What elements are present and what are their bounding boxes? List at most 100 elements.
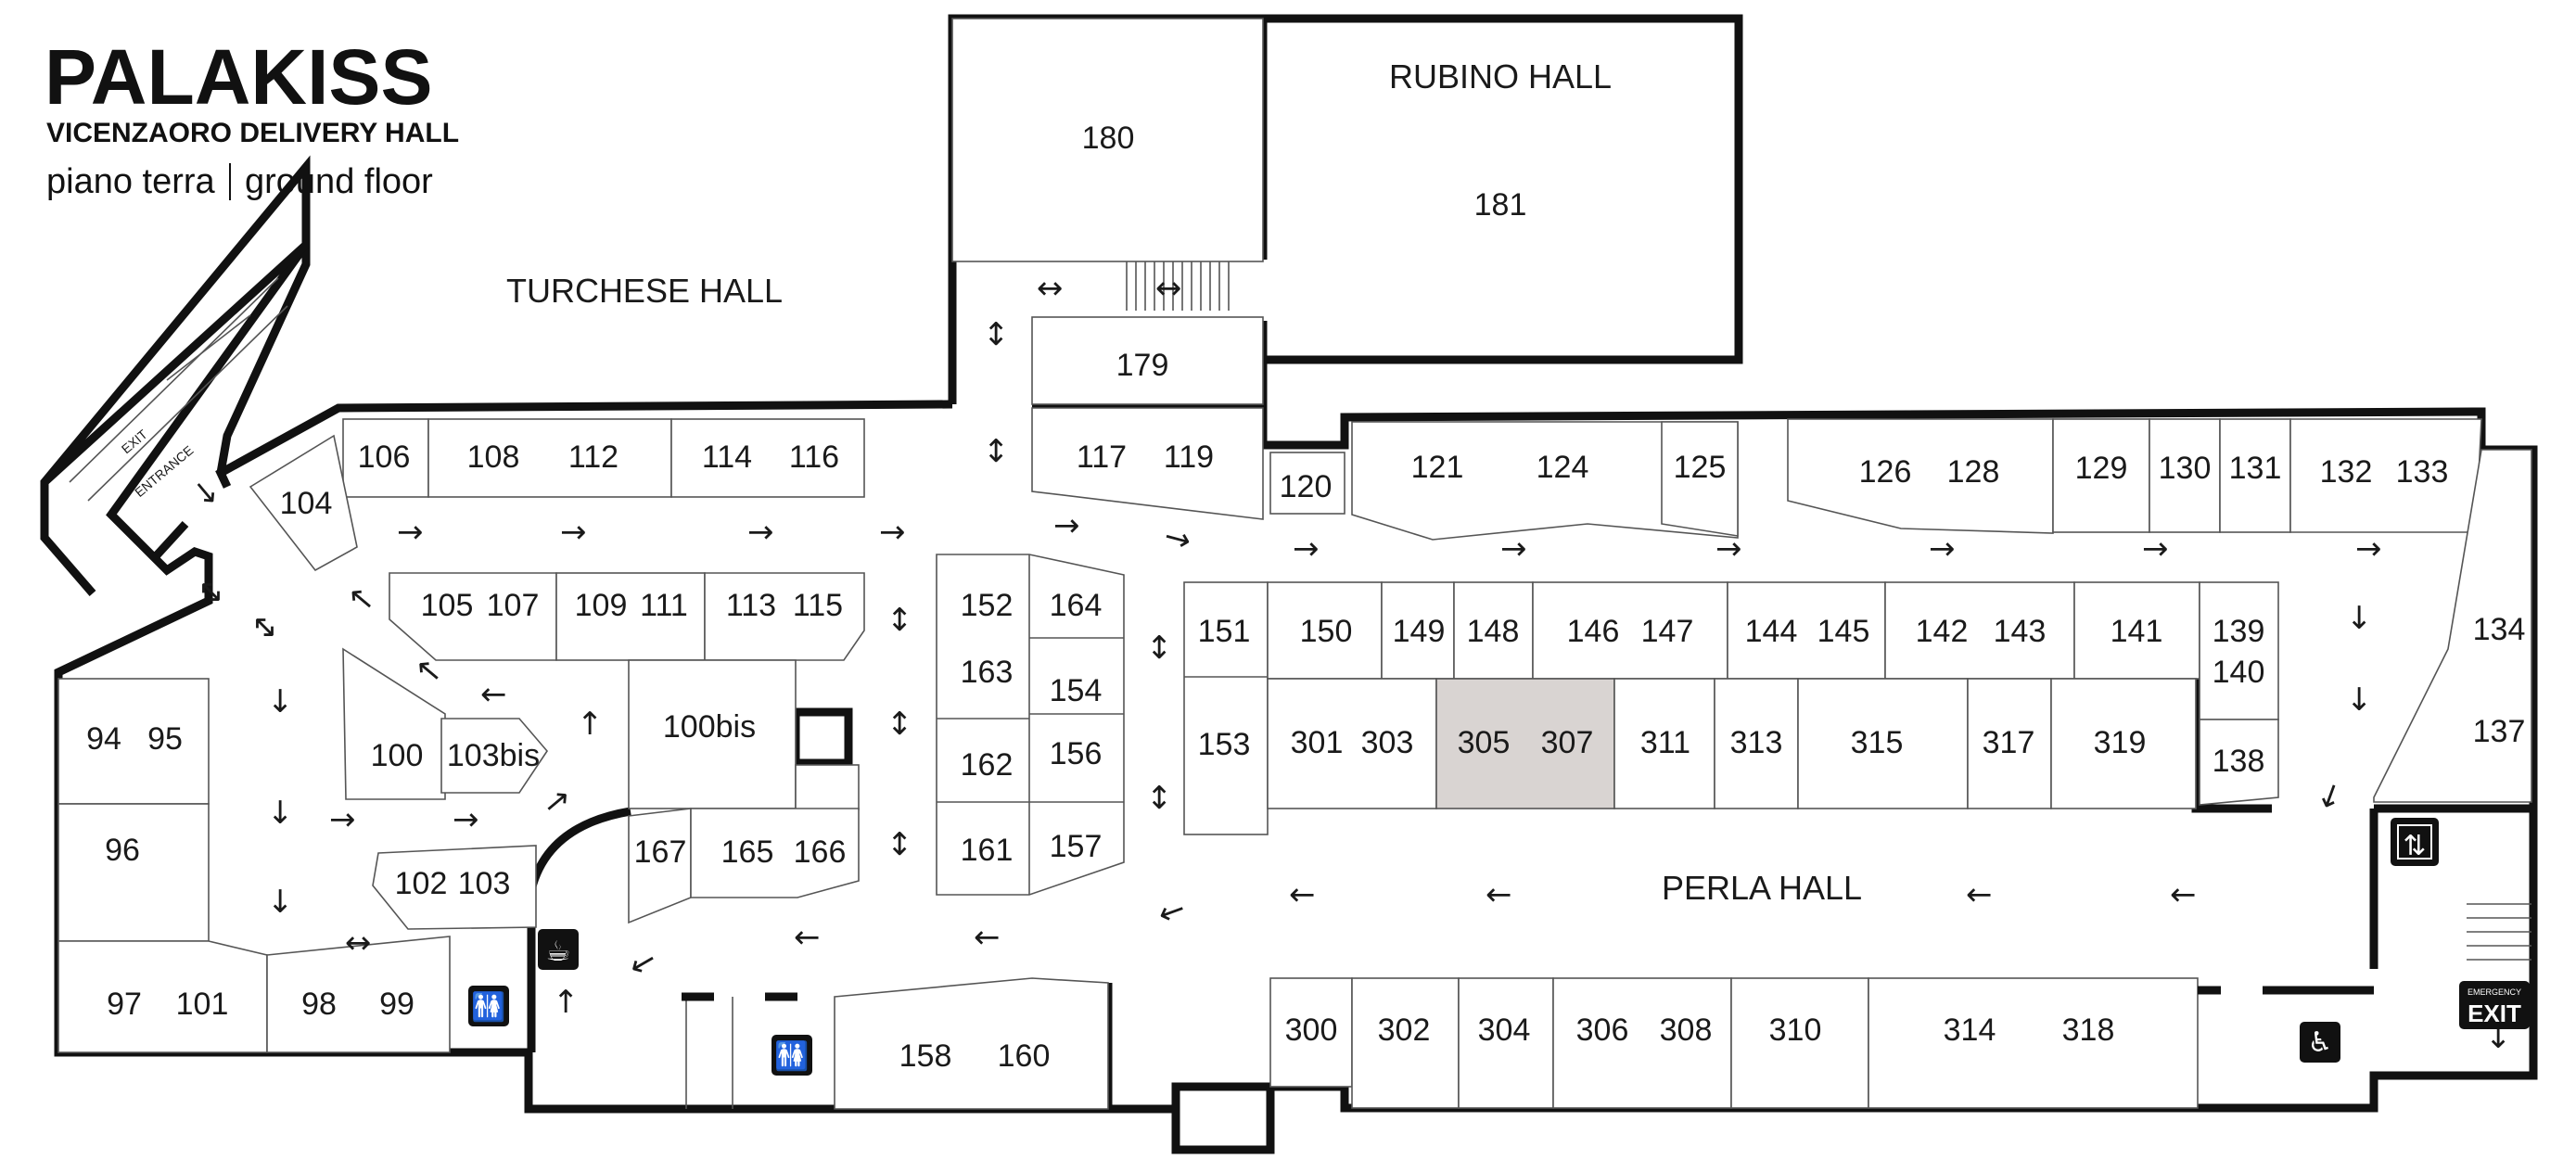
booth-149[interactable]: 149 (1393, 614, 1446, 649)
booth-154[interactable]: 154 (1050, 673, 1103, 708)
booth-143[interactable]: 143 (1994, 614, 2047, 649)
booth-130[interactable]: 130 (2159, 451, 2212, 486)
booth-98[interactable]: 98 (301, 987, 337, 1022)
booth-129[interactable]: 129 (2075, 451, 2128, 486)
booth-139[interactable]: 139 (2213, 614, 2265, 649)
booth-305[interactable]: 305 (1458, 725, 1511, 760)
booth-145[interactable]: 145 (1817, 614, 1870, 649)
arrow-down: ↓ (267, 683, 294, 720)
booth-163[interactable]: 163 (961, 655, 1014, 690)
booth-120[interactable]: 120 (1280, 469, 1333, 504)
booth-137[interactable]: 137 (2473, 714, 2526, 749)
booth-140[interactable]: 140 (2213, 655, 2265, 690)
booth-310-outline (1730, 977, 1869, 1109)
booth-148[interactable]: 148 (1467, 614, 1520, 649)
booth-161[interactable]: 161 (961, 833, 1014, 868)
booth-318[interactable]: 318 (2062, 1013, 2115, 1048)
booth-126[interactable]: 126 (1859, 454, 1912, 490)
booth-111[interactable]: 111 (640, 588, 688, 623)
booth-133[interactable]: 133 (2396, 454, 2449, 490)
booth-104[interactable]: 104 (280, 486, 333, 521)
booth-146[interactable]: 146 (1567, 614, 1620, 649)
booth-165[interactable]: 165 (721, 834, 774, 870)
booth-100[interactable]: 100 (371, 738, 424, 773)
booth-115[interactable]: 115 (793, 588, 843, 623)
booth-109[interactable]: 109 (575, 588, 628, 623)
booth-302[interactable]: 302 (1378, 1013, 1431, 1048)
emergency-exit-small: EMERGENCY (2468, 987, 2521, 997)
booth-95[interactable]: 95 (147, 721, 183, 757)
booth-162[interactable]: 162 (961, 747, 1014, 783)
booth-306[interactable]: 306 (1576, 1013, 1629, 1048)
booth-314[interactable]: 314 (1944, 1013, 1996, 1048)
booth-106[interactable]: 106 (358, 439, 411, 475)
booth-308[interactable]: 308 (1660, 1013, 1713, 1048)
booth-124[interactable]: 124 (1537, 450, 1589, 485)
arrow-down: ↓ (267, 884, 294, 921)
booth-180[interactable]: 180 (1082, 121, 1135, 156)
booth-152[interactable]: 152 (961, 588, 1014, 623)
arrow-vertical: ↕ (1146, 630, 1173, 667)
booth-301[interactable]: 301 (1291, 725, 1344, 760)
booth-116[interactable]: 116 (789, 439, 839, 475)
booth-144[interactable]: 144 (1745, 614, 1798, 649)
booth-313[interactable]: 313 (1730, 725, 1783, 760)
hall-label-perla: PERLA HALL (1662, 869, 1862, 907)
booth-94[interactable]: 94 (86, 721, 121, 757)
booth-138[interactable]: 138 (2213, 744, 2265, 779)
booth-300[interactable]: 300 (1285, 1013, 1338, 1048)
booth-99[interactable]: 99 (379, 987, 414, 1022)
svg-text:🚻: 🚻 (774, 1039, 809, 1073)
booth-132[interactable]: 132 (2320, 454, 2373, 490)
booth-125[interactable]: 125 (1674, 450, 1727, 485)
booth-141[interactable]: 141 (2111, 614, 2163, 649)
booth-101[interactable]: 101 (176, 987, 229, 1022)
booth-307[interactable]: 307 (1541, 725, 1594, 760)
booth-166[interactable]: 166 (794, 834, 847, 870)
booth-151[interactable]: 151 (1198, 614, 1251, 649)
arrow-right: → (453, 801, 479, 838)
booth-160[interactable]: 160 (998, 1038, 1051, 1074)
booth-319[interactable]: 319 (2094, 725, 2147, 760)
booth-304[interactable]: 304 (1478, 1013, 1531, 1048)
booth-310[interactable]: 310 (1769, 1013, 1822, 1048)
booth-153[interactable]: 153 (1198, 727, 1251, 762)
booth-142[interactable]: 142 (1916, 614, 1969, 649)
booth-156[interactable]: 156 (1050, 736, 1103, 771)
booth-108[interactable]: 108 (467, 439, 520, 475)
booth-131[interactable]: 131 (2229, 451, 2282, 486)
booth-303[interactable]: 303 (1361, 725, 1414, 760)
svg-text:🚻: 🚻 (471, 990, 505, 1024)
booth-311[interactable]: 311 (1640, 725, 1690, 760)
booth-315[interactable]: 315 (1851, 725, 1904, 760)
arrow-vertical: ↕ (983, 316, 1010, 353)
booth-105[interactable]: 105 (421, 588, 474, 623)
booth-114[interactable]: 114 (702, 439, 752, 475)
booth-167[interactable]: 167 (634, 834, 687, 870)
booth-147[interactable]: 147 (1641, 614, 1694, 649)
booth-112[interactable]: 112 (568, 439, 618, 475)
booth-102[interactable]: 102 (395, 866, 448, 901)
booth-128[interactable]: 128 (1947, 454, 2000, 490)
booth-134[interactable]: 134 (2473, 612, 2526, 647)
booth-97-101-outline (57, 940, 268, 1053)
booth-157[interactable]: 157 (1050, 829, 1103, 864)
booth-181[interactable]: 181 (1474, 187, 1527, 223)
booth-103[interactable]: 103 (458, 866, 511, 901)
booth-113[interactable]: 113 (726, 588, 776, 623)
booth-121[interactable]: 121 (1411, 450, 1464, 485)
booth-117[interactable]: 117 (1077, 439, 1127, 475)
booth-317[interactable]: 317 (1983, 725, 2035, 760)
booth-97[interactable]: 97 (107, 987, 142, 1022)
booth-107[interactable]: 107 (487, 588, 540, 623)
booth-164[interactable]: 164 (1050, 588, 1103, 623)
arrow-up: ↑ (577, 706, 604, 743)
booth-96[interactable]: 96 (105, 833, 140, 868)
booth-150[interactable]: 150 (1300, 614, 1353, 649)
booth-100bis[interactable]: 100bis (663, 709, 756, 745)
booth-103bis[interactable]: 103bis (447, 738, 540, 773)
booth-158[interactable]: 158 (899, 1038, 952, 1074)
booth-179[interactable]: 179 (1116, 348, 1169, 383)
arrow-vertical: ↕ (983, 433, 1010, 470)
booth-119[interactable]: 119 (1164, 439, 1214, 475)
